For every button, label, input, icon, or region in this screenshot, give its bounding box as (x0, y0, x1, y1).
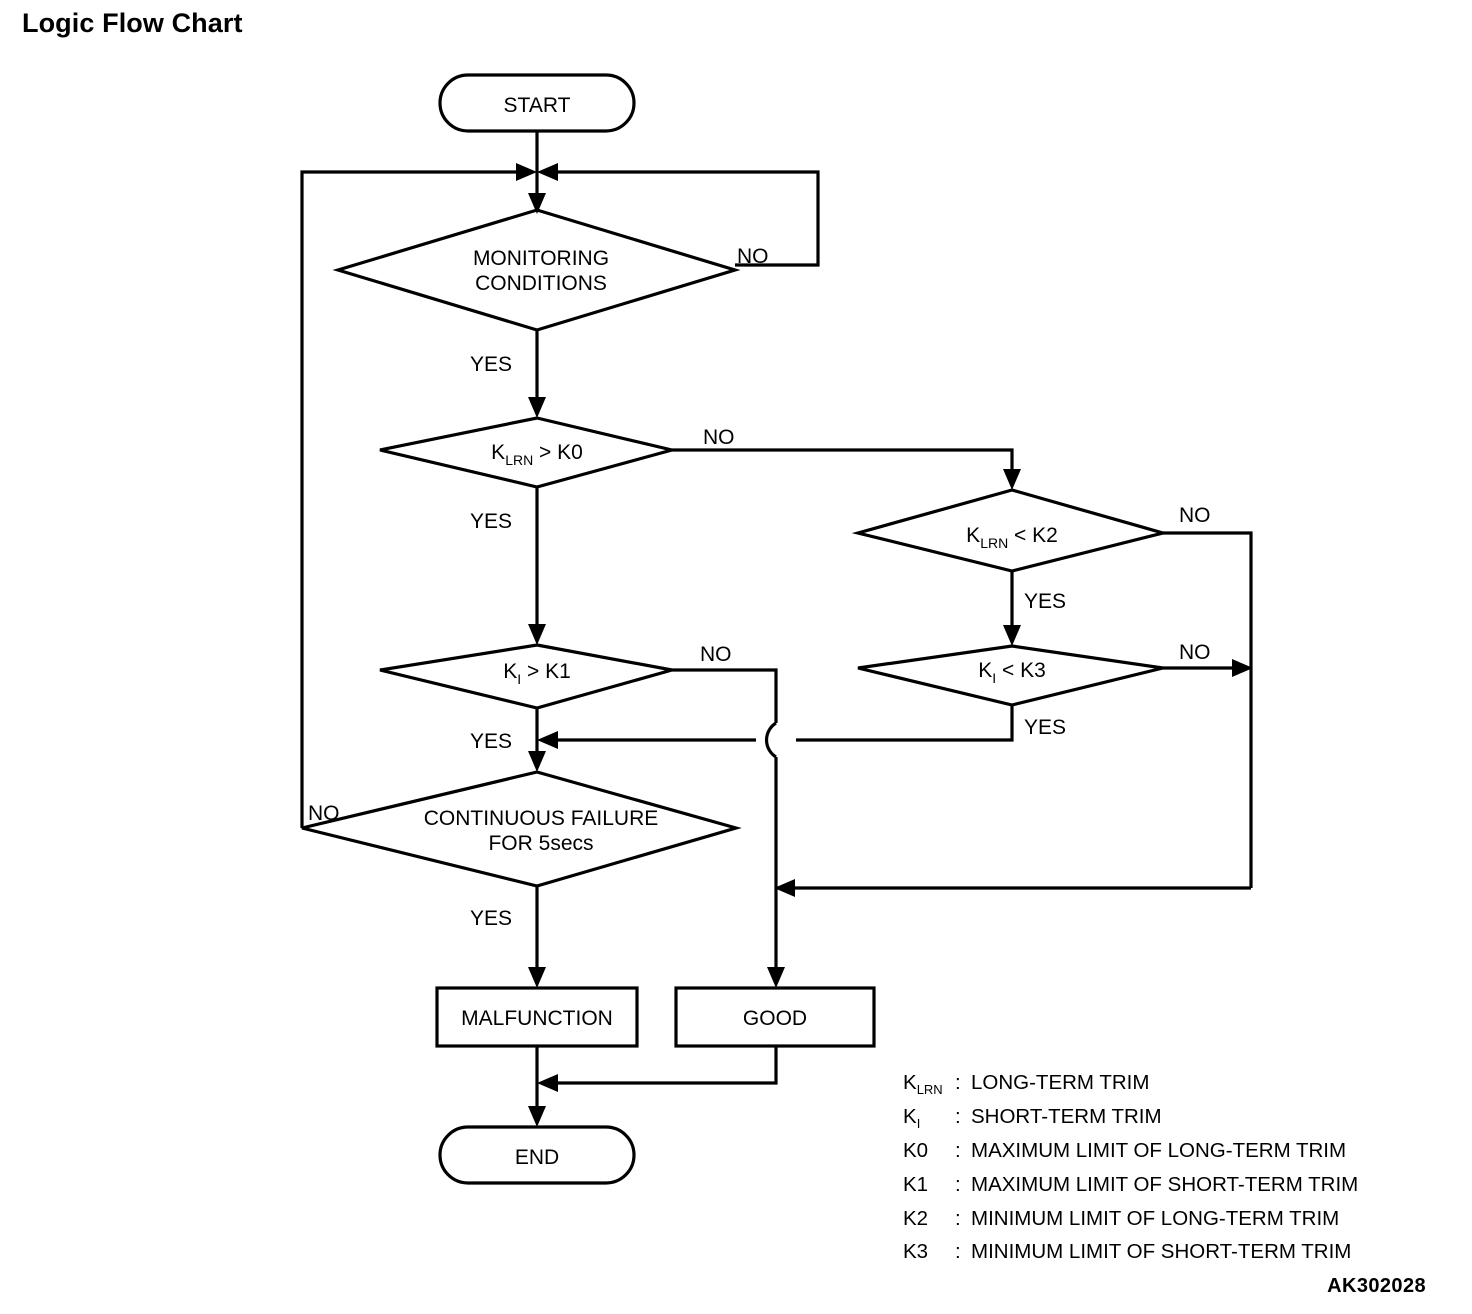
edge-label-klrn-k2-yes: YES (1024, 590, 1066, 613)
node-ki-lt-k3[interactable]: KI < K3 (857, 644, 1164, 707)
arrowhead-good-vertical-join (774, 879, 795, 897)
legend-description: MINIMUM LIMIT OF SHORT-TERM TRIM (971, 1240, 1352, 1264)
arrowhead-k3-no-join (1232, 659, 1253, 677)
legend-separator: : (955, 1071, 961, 1094)
edge-klrn-k2-no (1163, 531, 1253, 888)
legend-row: K3 : MINIMUM LIMIT OF SHORT-TERM TRIM (903, 1239, 1358, 1273)
node-ki-gt-k1-label: KI > K1 (503, 660, 571, 687)
legend-row: KI : SHORT-TERM TRIM (903, 1104, 1358, 1138)
legend-description: MINIMUM LIMIT OF LONG-TERM TRIM (971, 1206, 1340, 1230)
legend-row: K0 : MAXIMUM LIMIT OF LONG-TERM TRIM (903, 1138, 1358, 1172)
edge-klrn-k0-no (672, 448, 1021, 490)
node-klrn-gt-k0[interactable]: KLRN > K0 (379, 416, 673, 489)
node-klrn-lt-k2-label: KLRN < K2 (966, 524, 1058, 551)
legend-key: KLRN (903, 1071, 943, 1098)
legend-description: SHORT-TERM TRIM (971, 1104, 1162, 1128)
node-monitoring-line1: MONITORING (473, 247, 609, 270)
edge-label-contfail-no: NO (308, 802, 340, 825)
node-monitoring-line2: CONDITIONS (475, 272, 607, 295)
arrowhead-good-join (537, 1074, 558, 1092)
legend-key: K1 (903, 1172, 929, 1196)
node-end[interactable]: END (438, 1125, 636, 1185)
node-continuous-failure-line1: CONTINUOUS FAILURE (424, 807, 659, 830)
edge-label-klrn-k2-no: NO (1179, 504, 1211, 527)
edge-ki-k3-yes (537, 705, 1014, 749)
edge-junction-to-monitoring (528, 172, 546, 214)
legend-key: K3 (903, 1240, 929, 1264)
legend-separator: : (955, 1104, 961, 1128)
node-ki-lt-k3-label: KI < K3 (978, 659, 1046, 686)
legend-row: KLRN : LONG-TERM TRIM (903, 1070, 1358, 1104)
edge-contfail-yes (528, 886, 546, 988)
legend-description: MAXIMUM LIMIT OF LONG-TERM TRIM (971, 1138, 1347, 1162)
node-ki-gt-k1[interactable]: KI > K1 (379, 643, 673, 710)
edge-label-monitoring-yes: YES (470, 353, 512, 376)
edge-good-to-end (537, 1046, 778, 1092)
legend-row: K1 : MAXIMUM LIMIT OF SHORT-TERM TRIM (903, 1172, 1358, 1206)
edge-label-klrn-k0-yes: YES (470, 510, 512, 533)
node-klrn-lt-k2[interactable]: KLRN < K2 (851, 488, 1170, 573)
document-code: AK302028 (1327, 1275, 1426, 1297)
node-klrn-gt-k0-label: KLRN > K0 (491, 441, 583, 468)
node-start[interactable]: START (438, 73, 636, 133)
legend-separator: : (955, 1172, 961, 1196)
legend: KLRN : LONG-TERM TRIM KI : SHORT-TERM TR… (903, 1070, 1358, 1273)
arrowhead-ki-k3-in (1003, 625, 1021, 646)
edge-label-klrn-k0-no: NO (703, 426, 735, 449)
legend-description: LONG-TERM TRIM (971, 1071, 1150, 1094)
edge-label-ki-k3-yes: YES (1024, 716, 1066, 739)
legend-key: K0 (903, 1138, 929, 1162)
page-title: Logic Flow Chart (22, 8, 243, 38)
node-start-label: START (504, 94, 571, 117)
edge-ki-k3-no (1163, 659, 1253, 677)
edge-label-ki-k1-no: NO (700, 643, 732, 666)
legend-row: K2 : MINIMUM LIMIT OF LONG-TERM TRIM (903, 1206, 1358, 1240)
edge-ki-k1-no (672, 668, 785, 988)
node-end-label: END (515, 1146, 559, 1169)
edge-contfail-no-loop (300, 163, 537, 828)
arrowhead-klrn-k2-in (1003, 469, 1021, 490)
edge-monitoring-no-loop (537, 163, 820, 267)
legend-key: K2 (903, 1206, 929, 1230)
node-good[interactable]: GOOD (674, 986, 876, 1048)
arrowhead-ki-k1-in (528, 624, 546, 645)
arrowhead-monitoring-in (528, 193, 546, 214)
edge-right-return-to-good (774, 879, 1251, 897)
node-monitoring-conditions[interactable]: MONITORING CONDITIONS (332, 208, 741, 332)
node-malfunction-label: MALFUNCTION (461, 1007, 613, 1030)
arrowhead-good-in (767, 967, 785, 988)
legend-separator: : (955, 1206, 961, 1230)
arrowhead-right-loop (537, 163, 558, 181)
edge-label-monitoring-no: NO (737, 245, 769, 268)
edge-ki-k1-yes (528, 708, 546, 772)
edge-klrn-k2-yes (1003, 571, 1021, 646)
legend-description: MAXIMUM LIMIT OF SHORT-TERM TRIM (971, 1172, 1359, 1196)
arrowhead-contfail-in (528, 751, 546, 772)
edge-klrn-k0-yes (528, 487, 546, 645)
node-continuous-failure-line2: FOR 5secs (488, 832, 593, 855)
node-continuous-failure[interactable]: CONTINUOUS FAILURE FOR 5secs (301, 770, 742, 888)
edge-malfunction-to-end (528, 1046, 546, 1127)
arrowhead-malfunction-in (528, 967, 546, 988)
edge-label-ki-k3-no: NO (1179, 641, 1211, 664)
edge-label-contfail-yes: YES (470, 907, 512, 930)
node-good-label: GOOD (743, 1007, 807, 1030)
legend-separator: : (955, 1240, 961, 1264)
arrowhead-klrn-k0-in (528, 397, 546, 418)
legend-separator: : (955, 1138, 961, 1162)
arrowhead-left-loop (516, 163, 537, 181)
arrowhead-ki-k1-yes-join (537, 731, 558, 749)
edge-monitoring-yes (528, 330, 546, 418)
arrowhead-end-in (528, 1106, 546, 1127)
node-malfunction[interactable]: MALFUNCTION (435, 986, 639, 1048)
legend-key: KI (903, 1104, 921, 1131)
edge-label-ki-k1-yes: YES (470, 730, 512, 753)
